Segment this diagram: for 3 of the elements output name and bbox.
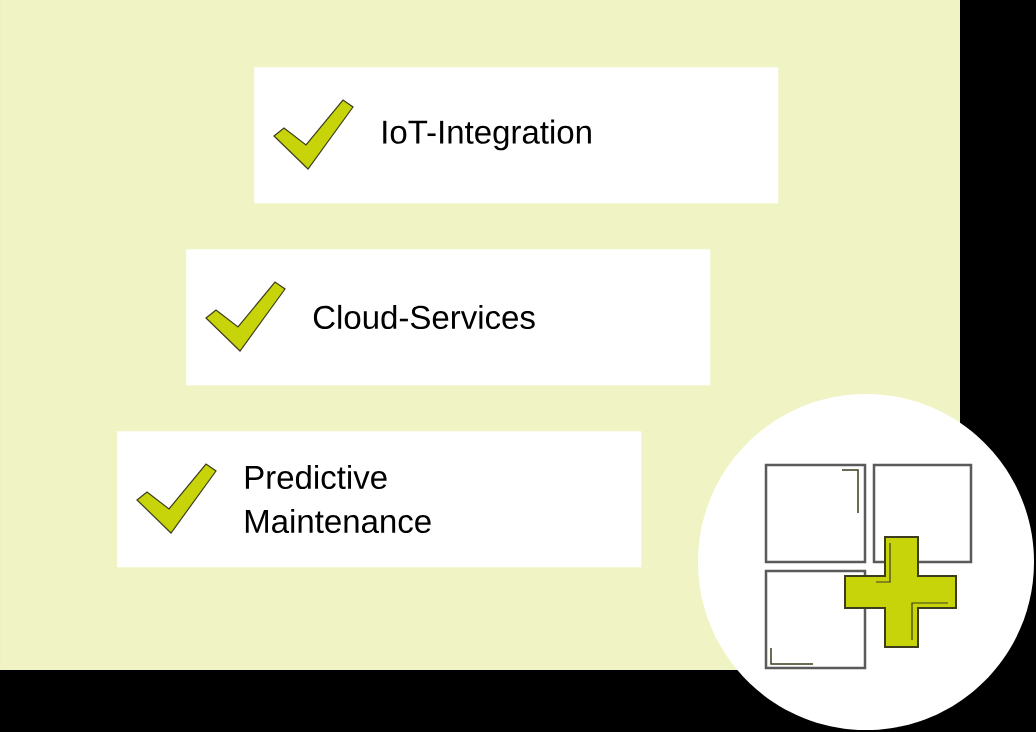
- list-box: Predictive Maintenance: [117, 431, 642, 568]
- list-box: IoT-Integration: [254, 67, 779, 204]
- list-box: Cloud-Services: [186, 249, 711, 386]
